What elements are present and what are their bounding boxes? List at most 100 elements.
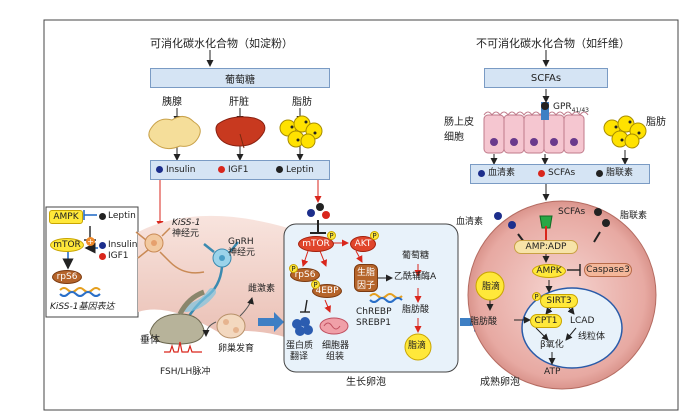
protein-label-1: 蛋白质: [286, 341, 314, 351]
4ebp-node: 4EBP: [312, 284, 342, 298]
gpr-label: GPR41/43: [553, 102, 589, 114]
igf1-dot: [218, 166, 225, 173]
rps6-node-kiss: rpS6: [52, 270, 82, 284]
leptin-label: Leptin: [286, 165, 314, 175]
p-badge-4ebp: P: [311, 280, 320, 289]
pancreas-label: 胰腺: [162, 97, 182, 108]
cpt1-node: CPT1: [530, 314, 562, 328]
kiss-neuron-icon: [135, 227, 205, 274]
insulin-dot: [156, 166, 163, 173]
kiss-gene-label: KiSS-1基因表达: [50, 302, 115, 312]
chrebp-label: ChREBP: [356, 307, 392, 317]
p-badge-mtor: P: [327, 231, 336, 240]
ampk-node-mature: AMPK: [532, 264, 566, 278]
glucose-box: 葡萄糖: [150, 68, 330, 88]
mito-label: 线粒体: [578, 332, 606, 342]
igf1-dot-kiss: [99, 253, 106, 260]
kiss-panel: [45, 206, 139, 318]
estrogen-label: 雌激素: [248, 284, 276, 294]
scfas-dot: [538, 170, 545, 177]
indigestible-carb-label: 不可消化碳水化合物（如纤维）: [476, 37, 630, 50]
p-badge-rps6: P: [289, 264, 298, 273]
scfas-label-2: SCFAs: [548, 168, 576, 178]
pituitary-label: 垂体: [140, 335, 160, 346]
protein-icon: [292, 317, 313, 336]
gnrh-label-1: GnRH: [228, 237, 254, 247]
srebp1-label: SREBP1: [356, 318, 391, 328]
hormone-box-left: [150, 160, 330, 180]
sirt3-node: SIRT3: [540, 294, 578, 308]
scfa-receptor-icon: [539, 215, 553, 229]
serum-dot: [478, 170, 485, 177]
glucose-label: 葡萄糖: [225, 74, 255, 86]
ovary-icon: [216, 313, 246, 339]
leptin-dot: [276, 166, 283, 173]
beta-ox-label: β氧化: [540, 340, 564, 350]
rps6-node-growing: rpS6: [290, 268, 320, 282]
acetyl-coa-label: 乙酰辅酶A: [394, 272, 437, 282]
development-arrow: [258, 312, 284, 332]
scfas-label-mature: SCFAs: [558, 207, 586, 217]
adiponectin-label: 脂联素: [606, 168, 634, 178]
droplet-label-mature: 脂滴: [482, 282, 501, 292]
epithelium-label-2: 细胞: [444, 132, 464, 143]
gpr-receptor-icon: [541, 102, 549, 120]
leptin-label-kiss: Leptin: [108, 211, 136, 221]
liver-label: 肝脏: [229, 97, 249, 108]
outer-frame: [43, 19, 679, 411]
follicle-dev-label: 卵巢发育: [218, 344, 255, 354]
adiponectin-dot: [596, 170, 603, 177]
fat-label-left: 脂肪: [292, 97, 312, 108]
fat-label-right: 脂肪: [646, 117, 666, 128]
serum-label-mature: 血清素: [456, 217, 484, 227]
pulse-label: FSH/LH脉冲: [160, 367, 211, 377]
brain-tissue: [138, 215, 288, 338]
hormone-box-right: [470, 164, 650, 184]
insulin-dot-kiss: [99, 242, 106, 249]
droplet-label-growing: 脂滴: [408, 341, 427, 351]
igf1-label: IGF1: [228, 165, 249, 175]
organelle-label-2: 组装: [326, 352, 345, 362]
insulin-label-kiss: Insulin: [108, 240, 138, 250]
gnrh-label-2: 神经元: [228, 248, 256, 258]
mtor-node-kiss: mTOR: [50, 238, 84, 252]
glucose-label-growing: 葡萄糖: [402, 251, 430, 261]
scfas-label: SCFAs: [530, 72, 562, 84]
leptin-dot-kiss: [99, 213, 106, 220]
intestinal-epithelium: [483, 111, 589, 154]
caspase3-node: Caspase3: [584, 263, 632, 277]
igf1-label-kiss: IGF1: [108, 251, 129, 261]
gnrh-neuron-icon: [184, 241, 239, 322]
p-badge-akt: P: [370, 231, 379, 240]
mtor-node-growing: mTOR: [298, 236, 334, 252]
atp-label: ATP: [544, 367, 561, 377]
pulse-line: [164, 341, 202, 353]
liver-icon: [215, 116, 266, 147]
lcad-label: LCAD: [570, 316, 595, 326]
kiss-neuron-label-2: 神经元: [172, 229, 200, 239]
growing-follicle-label: 生长卵泡: [346, 377, 386, 388]
organelle-icon: [319, 317, 349, 335]
pancreas-icon: [148, 116, 201, 150]
amp-adp-node: AMP:ADP: [514, 240, 578, 254]
epithelium-label-1: 肠上皮: [444, 117, 474, 128]
fat-icon-left: [279, 115, 323, 149]
akt-node: AKT: [350, 236, 376, 252]
plus-icon: +: [86, 237, 95, 246]
fat-icon-right: [603, 115, 647, 149]
serum-label: 血清素: [488, 168, 516, 178]
organelle-label-1: 细胞器: [322, 341, 350, 351]
mature-follicle-label: 成熟卵泡: [480, 377, 520, 388]
lipogenic-factor-node: 生脂因子: [354, 264, 378, 292]
insulin-label: Insulin: [166, 165, 196, 175]
kiss-neuron-label-1: KiSS-1: [172, 218, 201, 228]
digestible-carb-label: 可消化碳水化合物（如淀粉）: [150, 37, 293, 50]
scfas-box: SCFAs: [484, 68, 608, 88]
adiponectin-label-mature: 脂联素: [620, 211, 648, 221]
fatty-acid-label-mature: 脂肪酸: [470, 317, 498, 327]
lipid-droplet-mature: [475, 271, 505, 301]
lipid-droplet-growing: [404, 333, 432, 361]
ampk-node-kiss: AMPK: [49, 210, 83, 224]
